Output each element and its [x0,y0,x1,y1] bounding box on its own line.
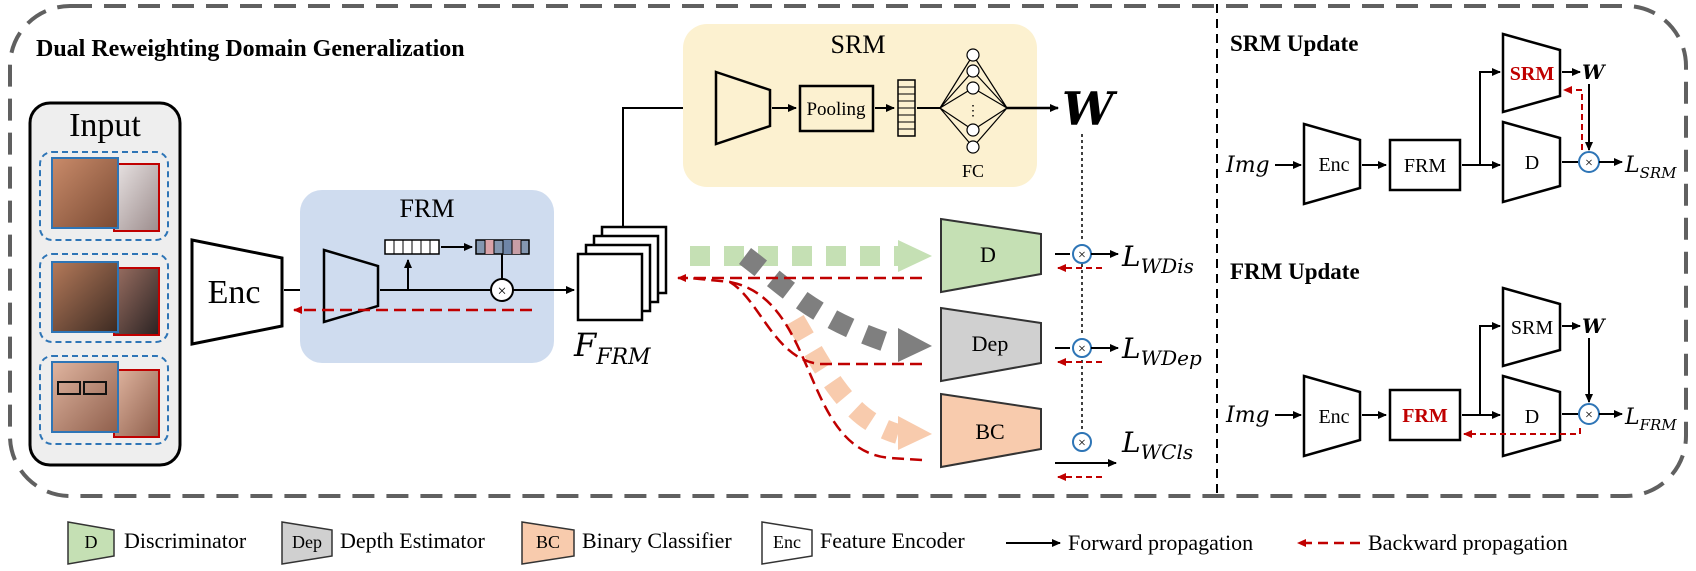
frm-label: FRM [400,194,455,223]
frm-update-img-label: Img [1225,403,1270,428]
srm-update-w-label: W [1582,60,1607,84]
frm-update-w-label: W [1582,314,1607,338]
frm-update-d-label: D [1525,406,1539,428]
frm-module [300,190,554,363]
legend-enc-text: Feature Encoder [820,528,965,553]
multiply-symbol: × [1585,408,1593,423]
input-face-group-2 [39,253,169,343]
frm-update-encoder-label: Enc [1318,406,1349,428]
legend-dep-text: Depth Estimator [340,528,485,553]
frm-encoder-block [322,248,380,324]
frm-update-title: FRM Update [1230,259,1360,284]
multiply-symbol: × [1585,156,1593,171]
main-frame [8,4,1688,498]
srm-update-d-label: D [1525,152,1539,174]
srm-weight-label: W [1062,82,1118,136]
legend-enc-box-label: Enc [773,532,801,552]
multiply-symbol: × [1078,248,1086,263]
pooling-block [798,84,875,133]
frm-output-label: FFRM [573,326,651,370]
legend-d-swatch [67,521,115,565]
binary-classifier-label: BC [975,419,1004,444]
multiply-symbol: × [1078,342,1086,357]
srm-update-frm-block [1388,138,1462,192]
legend-bc-swatch [521,521,575,565]
discriminator-head [940,217,1042,294]
multiply-icon [1072,432,1092,452]
wdep-loss-label: LWDep [1121,332,1202,370]
srm-encoder-block [714,70,772,146]
wcls-loss-label: LWCls [1121,426,1193,464]
legend-d-text: Discriminator [124,528,247,553]
encoder-label: Enc [208,274,261,311]
legend-d-box-label: D [85,532,98,552]
srm-update-loss-label: LSRM [1624,153,1677,182]
backward-arrow [1563,86,1583,150]
discriminator-label: D [980,242,996,267]
srm-update-srm-block [1501,32,1562,114]
fc-network [939,48,1008,154]
frm-feature-vector [384,239,440,255]
frm-update-encoder [1302,374,1362,458]
input-face-group-3 [39,355,169,445]
backward-arrow [729,280,923,462]
forward-arrow [1479,68,1501,165]
frm-update-srm-block [1501,286,1562,368]
input-label: Input [69,107,141,144]
legend-backward-text: Backward propagation [1368,530,1568,555]
legend-bc-text: Binary Classifier [582,528,732,553]
forward-arrow [622,104,709,227]
legend-enc-swatch [761,521,813,565]
fc-ellipsis: ⋮ [966,104,980,119]
srm-update-img-label: Img [1225,153,1270,178]
spoof-face-image [113,369,160,438]
srm-update-encoder-label: Enc [1318,154,1349,176]
pooled-vector [897,79,916,137]
depth-estimator-label: Dep [972,331,1009,356]
spoof-face-image [113,267,160,336]
spoof-face-image [113,163,160,232]
input-face-group-1 [39,151,169,241]
frm-feature-stack [576,225,668,322]
live-face-image [51,157,119,229]
srm-update-srm-label: SRM [1510,63,1555,85]
fc-label: FC [962,161,984,181]
frm-update-srm-label: SRM [1511,317,1553,339]
live-face-image [51,261,119,333]
frm-update-d-block [1501,374,1562,458]
legend-dep-swatch [281,521,333,565]
backward-arrow [1463,428,1581,438]
legend-bc-box-label: BC [536,532,560,552]
multiply-symbol: × [1078,436,1086,451]
frm-update-frm-block [1388,388,1462,442]
encoder-block [190,238,284,346]
legend-forward-text: Forward propagation [1068,530,1253,555]
frm-update-frm-label: FRM [1402,405,1448,427]
depth-estimator-head [940,306,1042,383]
feature-to-d-path [690,240,932,272]
pooling-label: Pooling [806,99,866,120]
multiply-symbol: × [497,283,506,300]
srm-label: SRM [831,30,886,59]
srm-update-frm-label: FRM [1404,155,1446,177]
wdis-loss-label: LWDis [1121,240,1194,278]
diagram-title: Dual Reweighting Domain Generalization [36,36,465,62]
legend: D Discriminator Dep Depth Estimator BC B… [67,521,1568,565]
srm-update-encoder [1302,122,1362,206]
live-face-image [51,361,119,433]
forward-arrow [1479,322,1501,415]
backward-arrow [689,276,922,366]
binary-classifier-head [940,392,1042,469]
srm-update-d-block [1501,120,1562,204]
feature-to-bc-path [786,314,932,450]
feature-to-dep-path [738,248,932,362]
legend-dep-box-label: Dep [292,532,322,552]
frm-weight-vector [475,239,530,255]
srm-update-title: SRM Update [1230,31,1358,56]
frm-update-loss-label: LFRM [1624,405,1677,434]
